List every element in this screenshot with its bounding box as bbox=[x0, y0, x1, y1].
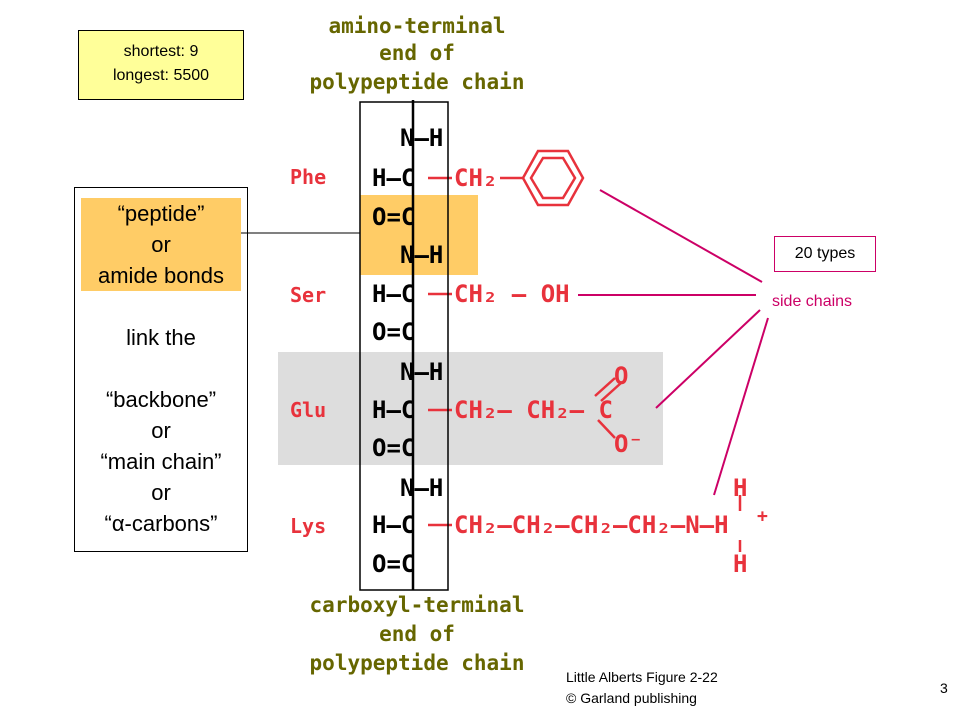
chain-length-box: shortest: 9 longest: 5500 bbox=[78, 30, 244, 100]
top-title-line2: end of bbox=[379, 41, 455, 65]
alpha-carbons-text: “α-carbons” bbox=[104, 511, 218, 536]
link-the-text: link the bbox=[126, 325, 196, 350]
top-title-line1: amino-terminal bbox=[328, 14, 505, 38]
backbone-hc-3: H–C bbox=[372, 396, 415, 424]
shortest-label: shortest: 9 bbox=[123, 43, 199, 60]
backbone-nh-2: N–H bbox=[400, 241, 443, 269]
bottom-title-line2: end of bbox=[379, 622, 455, 646]
residue-label-ser: Ser bbox=[290, 283, 326, 307]
figure-credit: Little Alberts Figure 2-22 © Garland pub… bbox=[566, 667, 718, 709]
lys-h-bottom: H bbox=[733, 550, 747, 578]
residue-label-phe: Phe bbox=[290, 165, 326, 189]
backbone-nh-4: N–H bbox=[400, 474, 443, 502]
backbone-co-4: O=C bbox=[372, 550, 415, 578]
side-chain-pointers bbox=[578, 189, 769, 496]
backbone-co-1: O=C bbox=[372, 203, 415, 231]
backbone-nh-3: N–H bbox=[400, 358, 443, 386]
or-text-1: or bbox=[151, 232, 171, 257]
side-chains-label: side chains bbox=[772, 293, 853, 310]
glu-highlight bbox=[278, 352, 663, 465]
backbone-frame bbox=[359, 101, 449, 591]
backbone-hc-4: H–C bbox=[372, 511, 415, 539]
peptide-bond-box: “peptide” or amide bonds link the “backb… bbox=[74, 187, 248, 552]
amide-bonds-text: amide bonds bbox=[98, 263, 224, 288]
glu-carboxylate-o: O⁻ bbox=[614, 430, 643, 458]
backbone-co-3: O=C bbox=[372, 434, 415, 462]
glu-side-chain: CH₂– CH₂– C bbox=[454, 396, 613, 424]
backbone-nh-1: N–H bbox=[400, 124, 443, 152]
peptide-text: “peptide” bbox=[117, 201, 205, 226]
backbone-text: “backbone” bbox=[105, 387, 217, 412]
page-number: 3 bbox=[940, 680, 948, 696]
backbone-co-2: O=C bbox=[372, 318, 415, 346]
longest-label: longest: 5500 bbox=[112, 67, 210, 84]
twenty-types-box: 20 types bbox=[774, 236, 876, 272]
bottom-title-line1: carboxyl-terminal bbox=[310, 593, 525, 617]
or-text-2: or bbox=[151, 418, 171, 443]
lys-charge: + bbox=[757, 506, 768, 527]
main-chain-text: “main chain” bbox=[100, 449, 222, 474]
phe-side-chain: CH₂ bbox=[454, 164, 497, 192]
benzene-ring-icon bbox=[521, 149, 585, 207]
credit-line-1: Little Alberts Figure 2-22 bbox=[566, 669, 718, 685]
bottom-title-line3: polypeptide chain bbox=[310, 651, 525, 675]
backbone-hc-1: H–C bbox=[372, 164, 415, 192]
or-text-3: or bbox=[151, 480, 171, 505]
residue-label-lys: Lys bbox=[290, 514, 326, 538]
top-title-line3: polypeptide chain bbox=[310, 70, 525, 94]
lys-h-top: H bbox=[733, 474, 747, 502]
ser-side-chain: CH₂ – OH bbox=[454, 280, 570, 308]
residue-label-glu: Glu bbox=[290, 398, 326, 422]
lys-side-chain: CH₂–CH₂–CH₂–CH₂–N–H bbox=[454, 511, 729, 539]
peptide-bond-highlight bbox=[360, 195, 478, 275]
credit-line-2: © Garland publishing bbox=[566, 690, 697, 706]
backbone-hc-2: H–C bbox=[372, 280, 415, 308]
peptide-bond-band: “peptide” or amide bonds bbox=[81, 198, 241, 291]
glu-carbonyl-o: O bbox=[614, 362, 628, 390]
